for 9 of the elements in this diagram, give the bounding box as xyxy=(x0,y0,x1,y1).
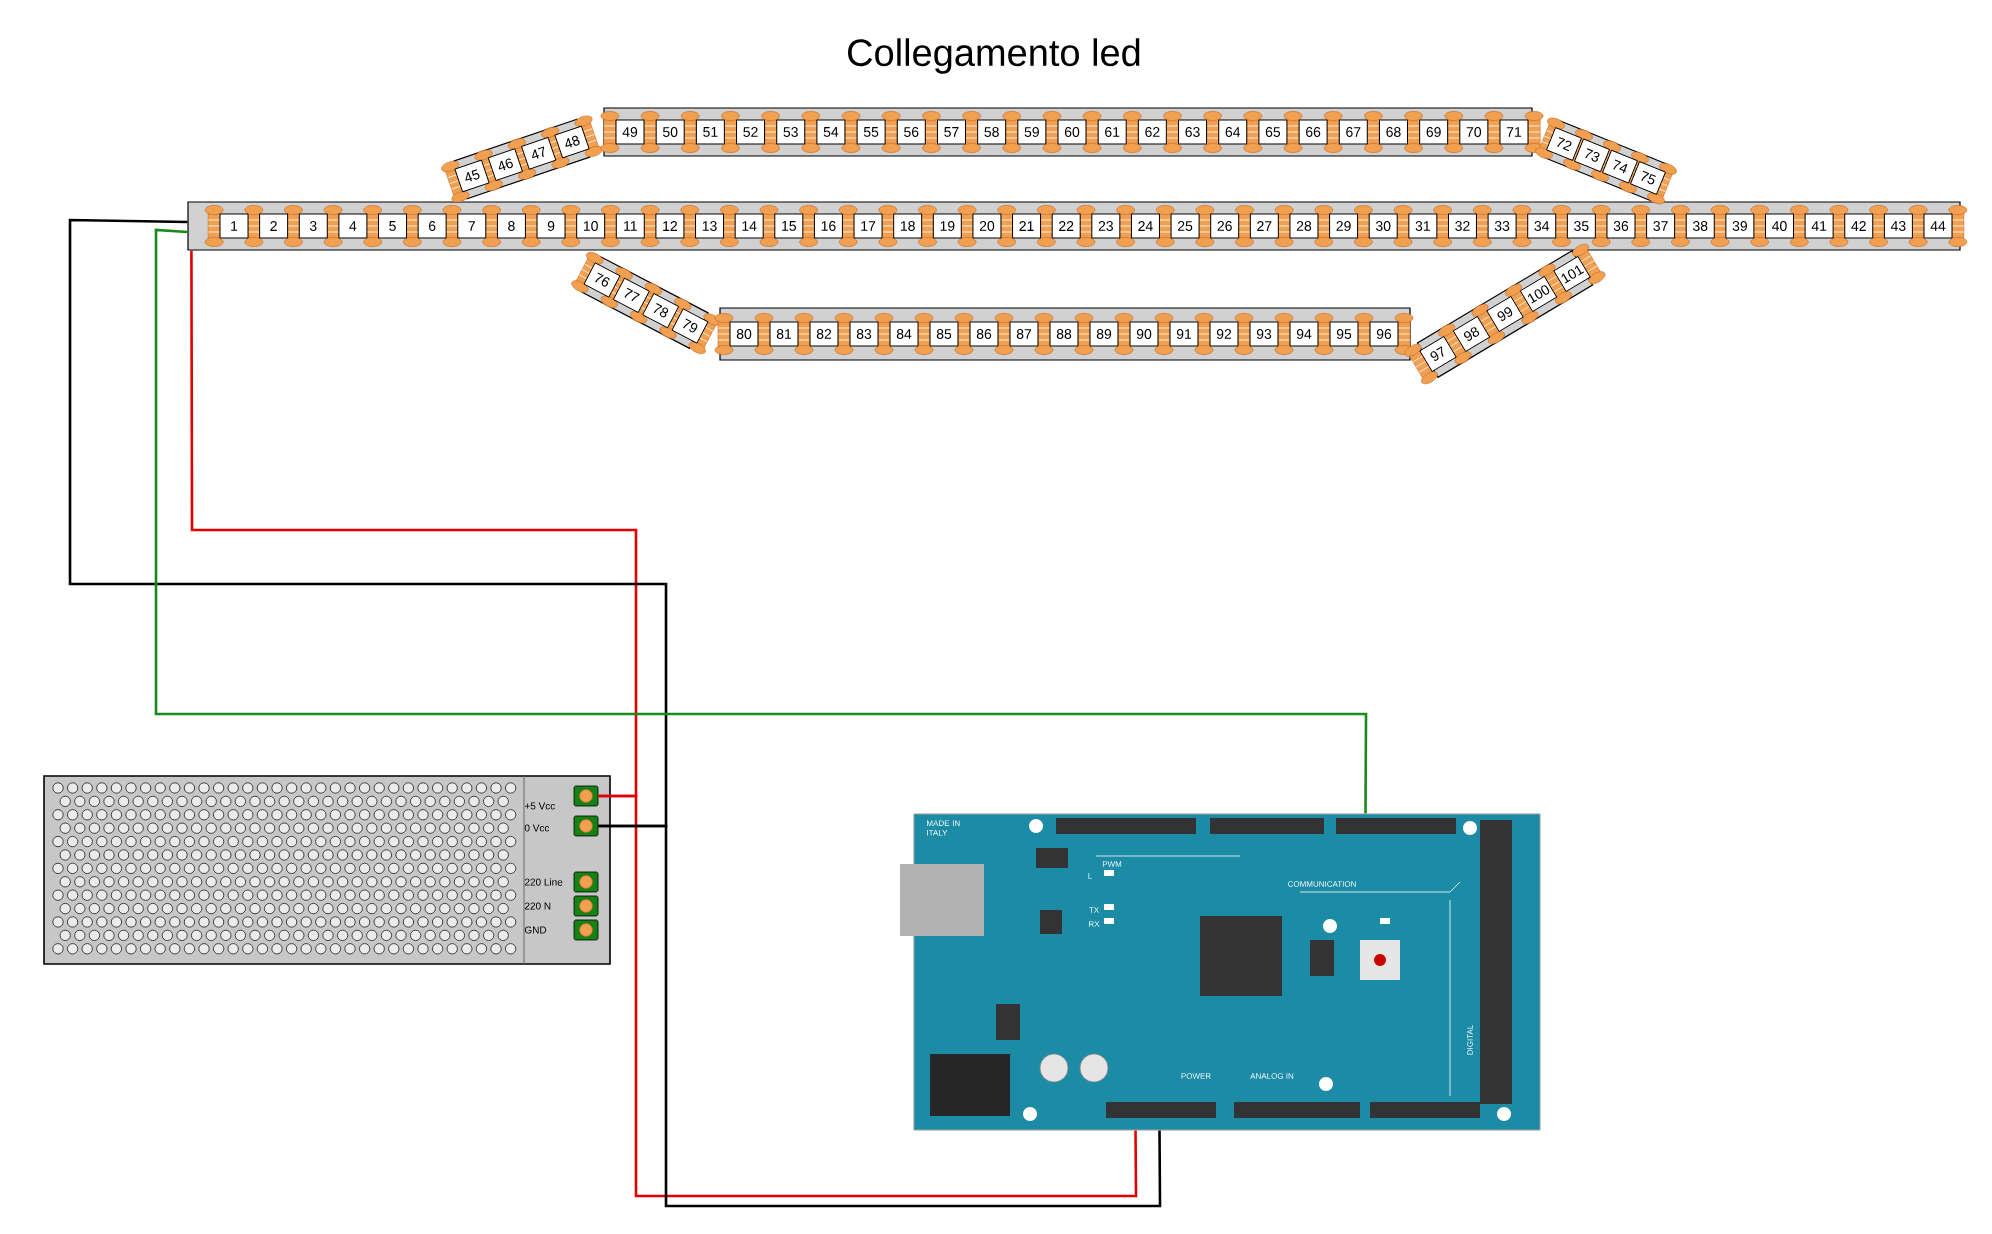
title: Collegamento led xyxy=(848,38,1140,74)
wire xyxy=(190,250,638,798)
wire xyxy=(154,228,1368,814)
screw-terminal xyxy=(573,919,599,941)
screw-terminal xyxy=(573,895,599,917)
screw-terminal xyxy=(573,785,599,807)
screw-terminal xyxy=(573,871,599,893)
screw-terminal xyxy=(573,815,599,837)
wire xyxy=(68,218,668,828)
